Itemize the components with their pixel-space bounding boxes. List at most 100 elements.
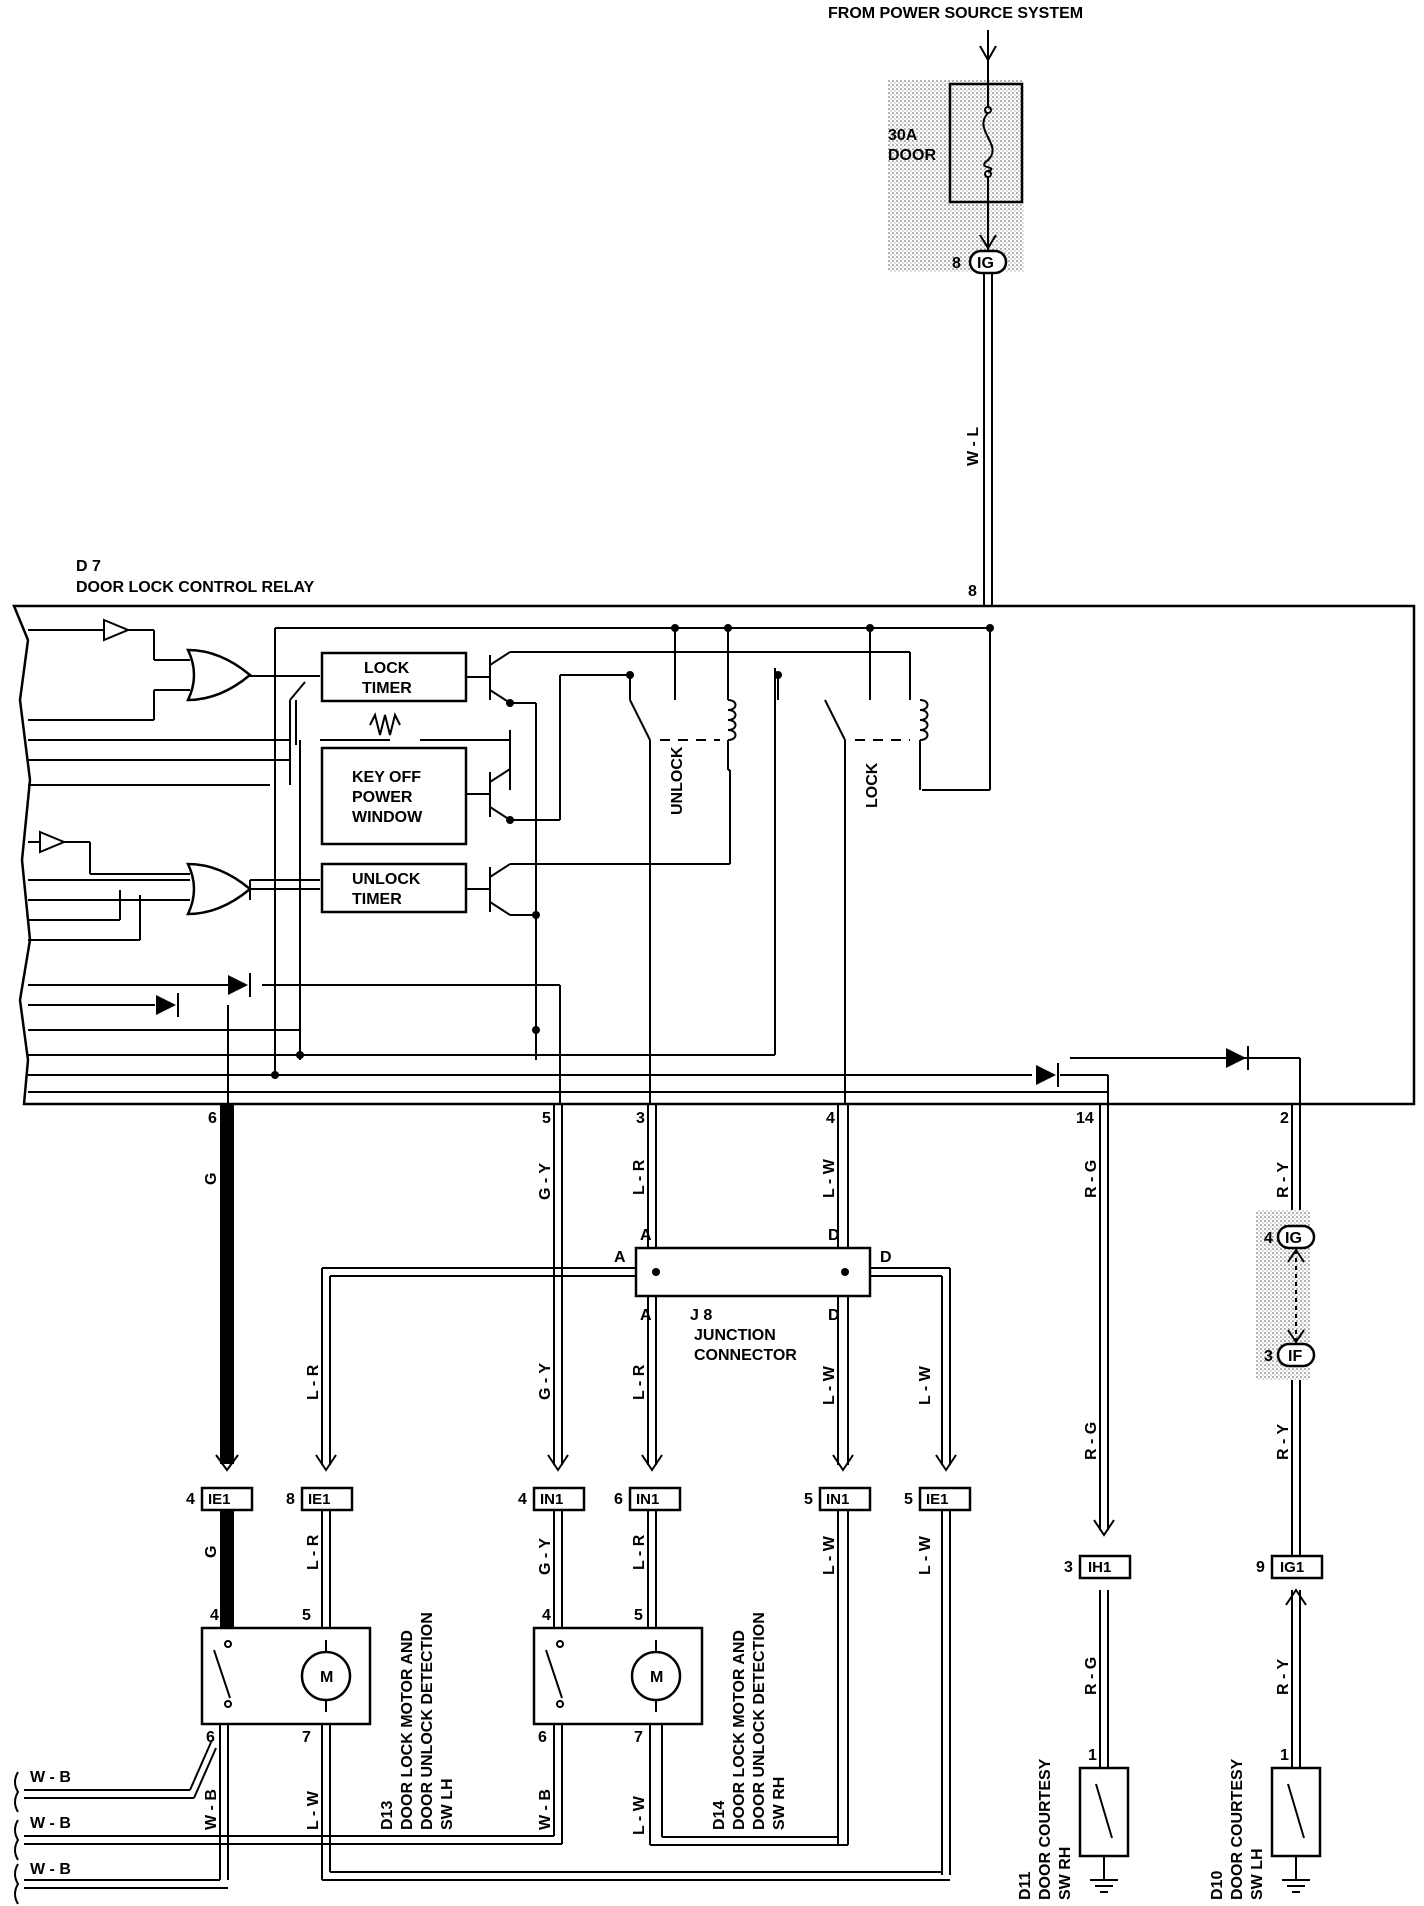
- svg-text:SW LH: SW LH: [439, 1778, 456, 1830]
- svg-text:IN1: IN1: [540, 1491, 563, 1508]
- svg-text:6: 6: [206, 1729, 215, 1746]
- svg-text:IE1: IE1: [308, 1491, 331, 1508]
- resistor-icon: [369, 712, 401, 736]
- fuse-box: [948, 82, 1024, 204]
- junction-connector: [634, 1246, 872, 1298]
- fuse-icon: [982, 112, 994, 173]
- svg-text:W - B: W - B: [537, 1789, 554, 1830]
- svg-text:W - B: W - B: [203, 1789, 220, 1830]
- svg-text:G - Y: G - Y: [537, 1363, 554, 1400]
- svg-text:J 8: J 8: [690, 1307, 712, 1324]
- svg-text:1: 1: [1088, 1747, 1097, 1764]
- svg-text:5: 5: [542, 1110, 551, 1127]
- svg-text:WINDOW: WINDOW: [352, 809, 423, 826]
- svg-text:4: 4: [1264, 1230, 1273, 1247]
- svg-text:5: 5: [804, 1491, 813, 1508]
- svg-text:TIMER: TIMER: [362, 680, 412, 697]
- svg-text:A: A: [614, 1249, 626, 1266]
- unlock-relay-label: UNLOCK: [669, 746, 686, 815]
- svg-text:L - W: L - W: [821, 1365, 838, 1405]
- buffer-icon: [39, 830, 67, 854]
- svg-text:L - W: L - W: [821, 1158, 838, 1198]
- switch-icon: [213, 1649, 231, 1699]
- svg-text:4: 4: [542, 1607, 551, 1624]
- svg-text:4: 4: [210, 1607, 219, 1624]
- svg-text:LOCK: LOCK: [364, 660, 410, 677]
- svg-text:7: 7: [634, 1729, 643, 1746]
- svg-text:L - R: L - R: [305, 1364, 322, 1400]
- svg-text:DOOR LOCK MOTOR AND: DOOR LOCK MOTOR AND: [399, 1630, 416, 1830]
- svg-text:8: 8: [968, 583, 977, 600]
- svg-text:14: 14: [1076, 1110, 1094, 1127]
- svg-text:KEY OFF: KEY OFF: [352, 769, 421, 786]
- relay-id: D 7: [76, 558, 101, 575]
- svg-text:UNLOCK: UNLOCK: [352, 871, 421, 888]
- key-off-power-window-box: [320, 746, 468, 846]
- svg-text:IG1: IG1: [1280, 1559, 1304, 1576]
- transistor-icons: [295, 628, 929, 1104]
- svg-text:R - Y: R - Y: [1275, 1424, 1292, 1460]
- svg-text:R - G: R - G: [1083, 1422, 1100, 1460]
- svg-text:6: 6: [208, 1110, 217, 1127]
- svg-text:D: D: [828, 1307, 840, 1324]
- svg-text:POWER: POWER: [352, 789, 413, 806]
- diode-icons: [156, 973, 1249, 1087]
- svg-text:A: A: [640, 1307, 652, 1324]
- svg-text:CONNECTOR: CONNECTOR: [694, 1347, 797, 1364]
- buffer-icon: [103, 618, 131, 642]
- svg-text:L - R: L - R: [631, 1159, 648, 1195]
- svg-text:D: D: [880, 1249, 892, 1266]
- svg-text:DOOR UNLOCK DETECTION: DOOR UNLOCK DETECTION: [751, 1612, 768, 1830]
- svg-text:DOOR COURTESY: DOOR COURTESY: [1037, 1758, 1054, 1900]
- svg-text:3: 3: [1264, 1348, 1273, 1365]
- bottom-wiring: [14, 1724, 950, 1905]
- svg-text:5: 5: [302, 1607, 311, 1624]
- svg-text:IN1: IN1: [826, 1491, 849, 1508]
- svg-text:SW RH: SW RH: [771, 1777, 788, 1830]
- svg-text:SW RH: SW RH: [1057, 1847, 1074, 1900]
- svg-text:DOOR UNLOCK DETECTION: DOOR UNLOCK DETECTION: [419, 1612, 436, 1830]
- svg-text:JUNCTION: JUNCTION: [694, 1327, 776, 1344]
- svg-text:L - R: L - R: [631, 1364, 648, 1400]
- svg-text:W - L: W - L: [965, 427, 982, 466]
- svg-text:M: M: [650, 1669, 663, 1686]
- svg-text:L - W: L - W: [821, 1535, 838, 1575]
- svg-text:G - Y: G - Y: [537, 1538, 554, 1575]
- power-source-label: FROM POWER SOURCE SYSTEM: [828, 5, 1083, 22]
- svg-text:R - Y: R - Y: [1275, 1659, 1292, 1695]
- if-connector: [1276, 1342, 1316, 1368]
- fuse-name: DOOR: [888, 147, 936, 164]
- or-gate-icon: [186, 648, 252, 702]
- svg-text:IE1: IE1: [926, 1491, 949, 1508]
- svg-text:7: 7: [302, 1729, 311, 1746]
- svg-text:M: M: [320, 1669, 333, 1686]
- svg-text:DOOR COURTESY: DOOR COURTESY: [1229, 1758, 1246, 1900]
- svg-text:5: 5: [904, 1491, 913, 1508]
- svg-text:A: A: [640, 1227, 652, 1244]
- ig-connector-2: [1276, 1224, 1316, 1250]
- svg-text:5: 5: [634, 1607, 643, 1624]
- svg-text:4: 4: [826, 1110, 835, 1127]
- svg-text:L - W: L - W: [305, 1790, 322, 1830]
- svg-text:IH1: IH1: [1088, 1559, 1111, 1576]
- svg-text:TIMER: TIMER: [352, 891, 402, 908]
- svg-text:R - G: R - G: [1083, 1160, 1100, 1198]
- svg-text:L - R: L - R: [305, 1534, 322, 1570]
- svg-text:IG: IG: [977, 255, 994, 272]
- svg-text:D10: D10: [1209, 1871, 1226, 1900]
- svg-text:W - B: W - B: [30, 1815, 71, 1832]
- svg-text:6: 6: [614, 1491, 623, 1508]
- svg-text:L - R: L - R: [631, 1534, 648, 1570]
- relay-internal-lines: [28, 627, 1301, 1104]
- ig-connector: [968, 249, 1008, 275]
- relay-box: [12, 604, 1416, 1106]
- svg-text:L - W: L - W: [631, 1795, 648, 1835]
- svg-text:IF: IF: [1288, 1348, 1302, 1365]
- svg-text:8: 8: [952, 255, 961, 272]
- svg-text:2: 2: [1280, 1110, 1289, 1127]
- svg-text:4: 4: [186, 1491, 195, 1508]
- svg-text:D11: D11: [1017, 1871, 1034, 1900]
- svg-text:G - Y: G - Y: [537, 1163, 554, 1200]
